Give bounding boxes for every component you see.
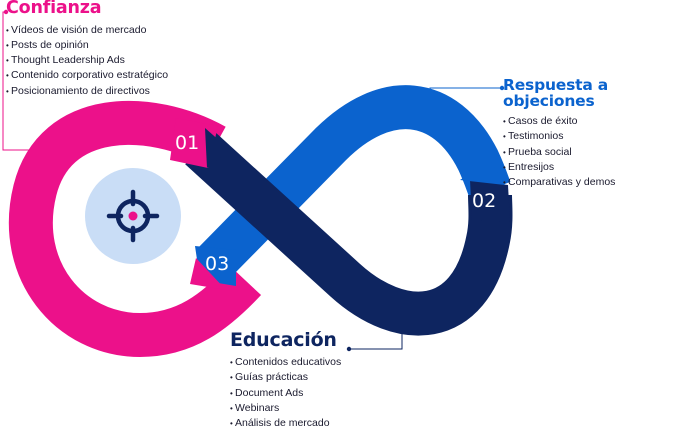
arrow-02-tip: [460, 160, 505, 185]
respuesta-list: Casos de éxito Testimonios Prueba social…: [503, 114, 700, 190]
target-center-dot: [128, 211, 138, 221]
confianza-title: Confianza: [6, 0, 102, 18]
list-item: Entresijos: [503, 160, 700, 175]
pink-loop: [8, 101, 262, 358]
respuesta-title: Respuesta a objeciones: [503, 76, 609, 110]
step-02-label: 02: [472, 190, 496, 212]
educacion-list: Contenidos educativos Guías prácticas Do…: [230, 355, 341, 431]
list-item: Contenido corporativo estratégico: [6, 68, 168, 83]
arrow-02: [470, 180, 510, 222]
list-item: Posicionamiento de directivos: [6, 84, 168, 99]
list-item: Análisis de mercado: [230, 416, 341, 431]
confianza-block: Confianza Vídeos de visión de mercado Po…: [6, 0, 168, 99]
confianza-dot: [3, 9, 9, 15]
list-item: Comparativas y demos: [503, 175, 700, 190]
list-item: Contenidos educativos: [230, 355, 341, 370]
educacion-block: Educación Contenidos educativos Guías pr…: [230, 331, 341, 431]
arrow-01-tip: [205, 128, 230, 168]
step-01-label: 01: [175, 132, 199, 154]
educacion-dot: [346, 346, 352, 352]
confianza-list: Vídeos de visión de mercado Posts de opi…: [6, 23, 168, 99]
list-item: Posts de opinión: [6, 38, 168, 53]
list-item: Prueba social: [503, 145, 700, 160]
list-item: Thought Leadership Ads: [6, 53, 168, 68]
educacion-title: Educación: [230, 329, 337, 351]
list-item: Guías prácticas: [230, 370, 341, 385]
step-03-label: 03: [205, 253, 229, 275]
list-item: Casos de éxito: [503, 114, 700, 129]
respuesta-dot: [499, 85, 505, 91]
respuesta-block: Respuesta a objeciones Casos de éxito Te…: [503, 76, 700, 190]
list-item: Document Ads: [230, 386, 341, 401]
list-item: Webinars: [230, 401, 341, 416]
target-crosshair-icon: [106, 189, 160, 243]
list-item: Vídeos de visión de mercado: [6, 23, 168, 38]
arrow-03-tip: [190, 258, 226, 290]
list-item: Testimonios: [503, 129, 700, 144]
